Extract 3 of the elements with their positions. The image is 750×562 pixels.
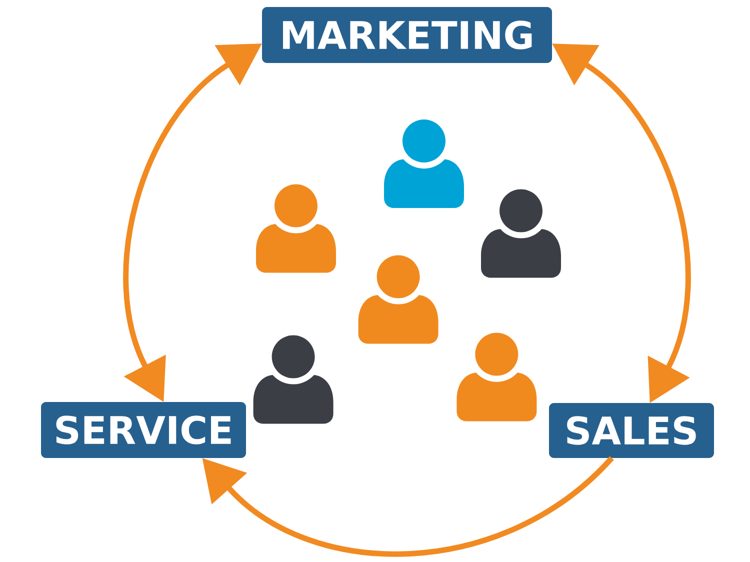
label-box: MARKETING [262, 7, 552, 63]
label-box: SALES [549, 403, 714, 458]
label-box: SERVICE [41, 402, 246, 458]
